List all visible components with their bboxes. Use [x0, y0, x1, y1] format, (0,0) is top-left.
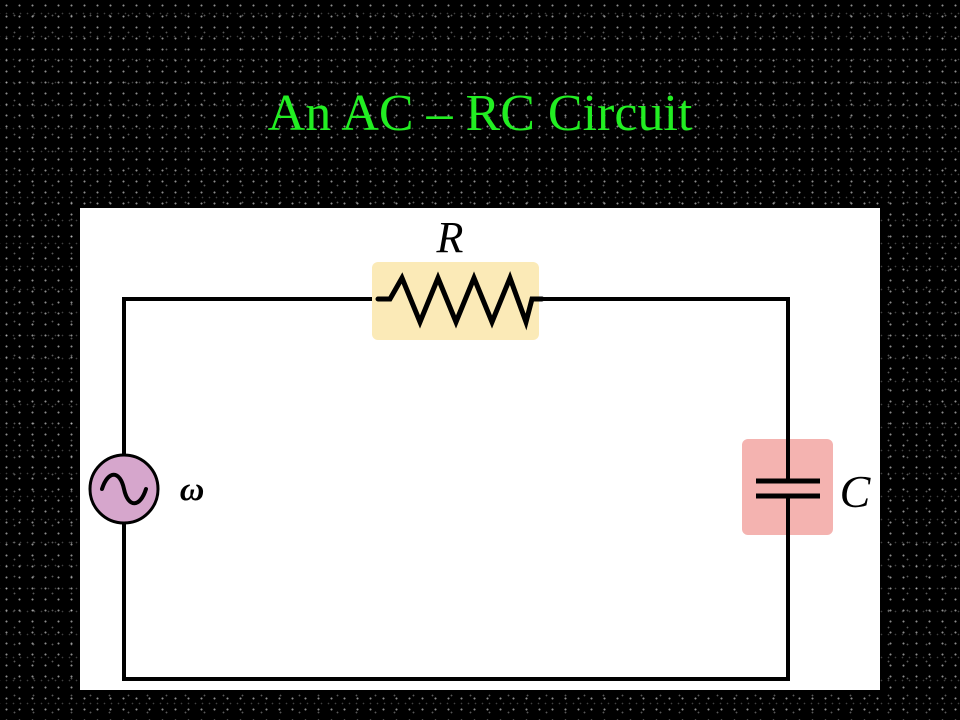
capacitor: C — [742, 439, 872, 535]
ac-source-label: ω — [180, 471, 205, 508]
wire-top-segment-right — [538, 297, 790, 482]
resistor-label: R — [436, 213, 464, 262]
sine-wave-icon — [100, 472, 148, 506]
ac-source: ω — [88, 453, 205, 525]
circuit-diagram-panel: R C ω — [80, 208, 880, 690]
resistor: R — [372, 213, 545, 340]
circuit-diagram: R C ω — [88, 213, 872, 681]
circuit-wires — [122, 297, 790, 681]
slide-title: An AC – RC Circuit — [267, 85, 693, 142]
resistor-zigzag — [375, 271, 545, 331]
capacitor-highlight — [742, 439, 833, 535]
resistor-highlight — [372, 262, 539, 340]
capacitor-label: C — [840, 466, 872, 517]
